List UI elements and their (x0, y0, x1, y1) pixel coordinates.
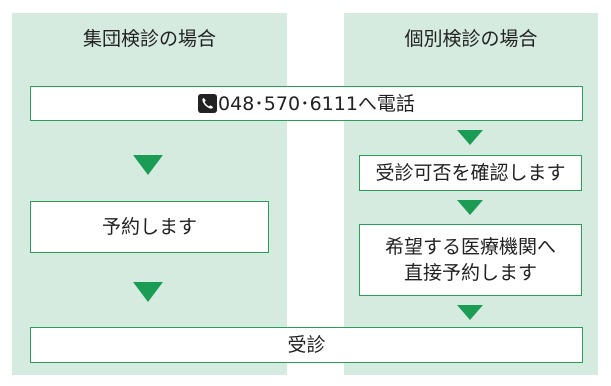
phone-step-box: 048･570･6111へ電話 (30, 86, 583, 121)
flow-arrow-down-icon (133, 155, 163, 175)
flow-arrow-down-icon (133, 282, 163, 302)
phone-icon (198, 94, 218, 113)
individual-exam-column (344, 13, 598, 375)
group-exam-column (12, 13, 287, 375)
hospital-reserve-step-box: 希望する医療機関へ 直接予約します (359, 224, 582, 296)
reserve-step-text: 予約します (101, 216, 197, 238)
hospital-step-line1: 希望する医療機関へ (384, 236, 556, 258)
exam-step-text: 受診 (287, 334, 326, 356)
flow-arrow-down-icon (457, 130, 483, 145)
phone-step-text: 048･570･6111へ電話 (218, 92, 415, 115)
group-exam-title: 集団検診の場合 (82, 28, 216, 50)
reserve-step-box: 予約します (30, 201, 269, 253)
exam-step-box: 受診 (30, 327, 583, 363)
flow-arrow-down-icon (457, 200, 483, 215)
individual-exam-title: 個別検診の場合 (404, 28, 538, 50)
phone-step-line: 048･570･6111へ電話 (198, 91, 415, 117)
flow-arrow-down-icon (457, 305, 483, 320)
confirm-step-text: 受診可否を確認します (375, 162, 566, 184)
hospital-step-line2: 直接予約します (403, 262, 537, 284)
confirm-step-box: 受診可否を確認します (359, 155, 582, 191)
